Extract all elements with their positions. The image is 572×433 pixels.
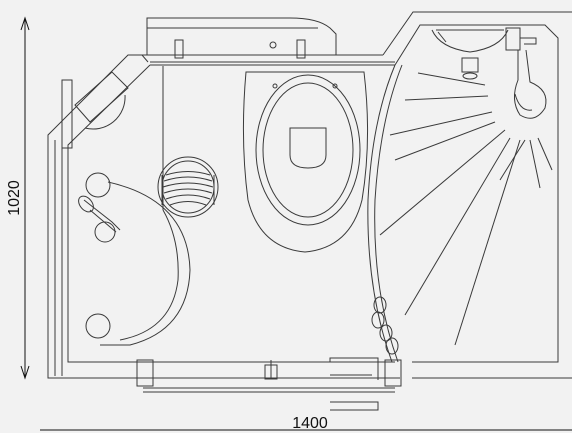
door-frame — [136, 359, 402, 393]
height-dimension — [20, 16, 30, 380]
width-dimension-label: 1400 — [292, 415, 328, 432]
shower-curtain-track — [367, 64, 403, 363]
toilet — [242, 71, 369, 253]
shower-head — [505, 27, 547, 119]
door-hinges — [371, 296, 399, 355]
height-dimension-label: 1020 — [6, 180, 23, 216]
hand-shower — [78, 172, 191, 346]
cabin-outline — [47, 11, 572, 379]
shower-spray — [379, 72, 553, 346]
handrail — [329, 357, 379, 411]
floor-drain — [157, 156, 219, 218]
flush-tank — [146, 17, 337, 59]
wash-basin — [431, 29, 509, 80]
